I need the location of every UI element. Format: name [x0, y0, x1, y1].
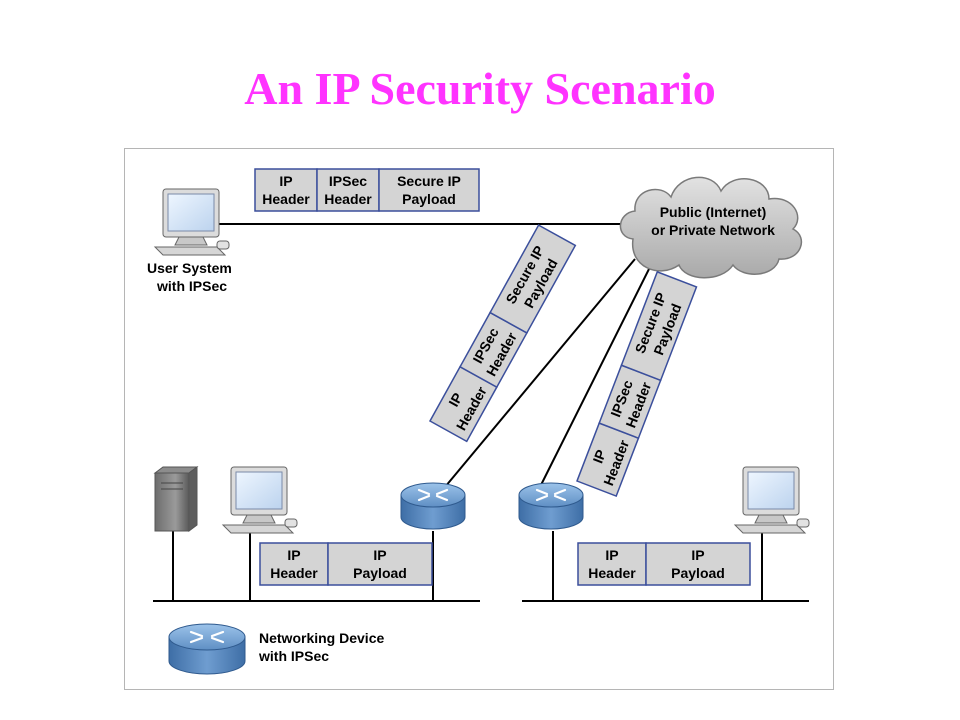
diagram-frame: Public (Internet) or Private Network Use… — [124, 148, 834, 690]
router-icon — [168, 623, 246, 675]
ipsec-network-diagram: Public (Internet) or Private Network Use… — [147, 168, 810, 675]
packet-cell — [316, 168, 380, 212]
packet-cell — [378, 168, 480, 212]
packet-label: IP — [373, 547, 386, 563]
packet-label: Header — [262, 191, 310, 207]
packet-label: Header — [270, 565, 318, 581]
packet-secure-right-diagonal: IP Header IPSec Header Secure IP Payload — [576, 270, 698, 498]
router-icon — [400, 482, 466, 530]
packet-label: IP — [589, 447, 609, 465]
packet-cell — [645, 542, 751, 586]
packet-cell — [620, 270, 698, 382]
desktop-computer-icon — [153, 188, 230, 256]
packet-label: IP — [279, 173, 292, 189]
legend-label-line1: Networking Device — [259, 630, 384, 646]
packet-label: IP — [691, 547, 704, 563]
packet-plain-right: IP Header IP Payload — [577, 542, 751, 586]
desktop-computer-icon — [221, 466, 298, 534]
right-router — [518, 482, 584, 530]
left-router — [400, 482, 466, 530]
packet-plain-left: IP Header IP Payload — [259, 542, 433, 586]
packet-cell — [259, 542, 329, 586]
packet-label: Header — [588, 565, 636, 581]
packet-label: Payload — [671, 565, 725, 581]
desktop-computer-icon — [733, 466, 810, 534]
link-cloud-to-right-router — [539, 260, 654, 488]
packet-label: Secure IP — [397, 173, 461, 189]
packet-label: IPSec — [329, 173, 367, 189]
packet-secure-left-diagonal: IP Header IPSec Header Secure IP Payload — [428, 224, 577, 443]
right-lan-computer — [733, 466, 810, 534]
packet-secure-top: IP Header IPSec Header Secure IP Payload — [254, 168, 480, 212]
packet-cell — [577, 542, 647, 586]
packet-label: IP — [605, 547, 618, 563]
user-system-label-line1: User System — [147, 260, 232, 276]
user-system-computer: User System with IPSec — [147, 188, 232, 294]
legend-router — [168, 623, 246, 675]
legend-label-line2: with IPSec — [258, 648, 329, 664]
slide-title: An IP Security Scenario — [244, 63, 716, 114]
link-cloud-to-left-router — [444, 258, 636, 488]
left-lan-computer — [221, 466, 298, 534]
cloud-label-line1: Public (Internet) — [660, 204, 767, 220]
network-links — [153, 223, 809, 602]
legend: Networking Device with IPSec — [168, 623, 384, 675]
cloud-label-line2: or Private Network — [651, 222, 775, 238]
server-tower-icon — [153, 466, 199, 532]
user-system-label-line2: with IPSec — [156, 278, 227, 294]
packet-label: Header — [324, 191, 372, 207]
packet-cell — [327, 542, 433, 586]
packet-label: IP — [287, 547, 300, 563]
packet-label: Payload — [402, 191, 456, 207]
router-icon — [518, 482, 584, 530]
packet-cell — [489, 224, 577, 334]
packet-label: Payload — [353, 565, 407, 581]
cloud-icon: Public (Internet) or Private Network — [619, 176, 803, 279]
